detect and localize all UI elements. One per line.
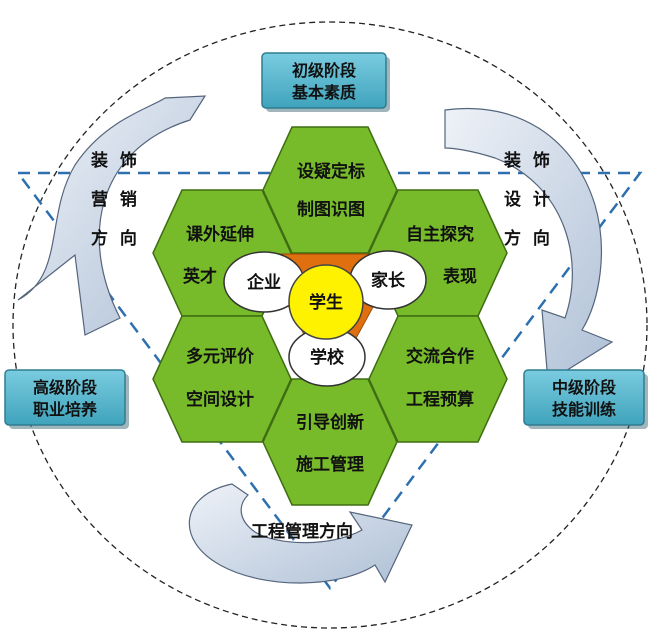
stage-intermediate-line2: 技能训练 xyxy=(552,400,616,419)
stage-box-intermediate: 中级阶段 技能训练 xyxy=(523,369,648,429)
right-direction-row1: 装 饰 xyxy=(503,150,550,171)
hexagon-upper-right-line1: 自主探究 xyxy=(406,224,474,245)
circle-school: 学校 xyxy=(288,327,366,387)
left-direction-row1: 装 饰 xyxy=(90,150,137,171)
hexagon-upper-left-line1: 课外延伸 xyxy=(186,224,254,245)
right-curved-arrow xyxy=(444,108,614,384)
left-direction-row2: 营 销 xyxy=(91,189,137,210)
hexagon-lower-left-line1: 多元评价 xyxy=(186,346,255,367)
circle-enterprise-label: 企业 xyxy=(246,272,281,293)
bottom-curved-arrow xyxy=(188,483,413,584)
left-direction-row3: 方 向 xyxy=(91,228,137,249)
hexagon-bottom-line1: 引导创新 xyxy=(296,412,364,433)
hexagon-lower-right-line1: 交流合作 xyxy=(406,346,474,367)
stage-advanced-line2: 职业培养 xyxy=(33,400,98,419)
hexagon-lower-left-line2: 空间设计 xyxy=(186,389,254,410)
hexagon-top: 设疑定标 制图识图 xyxy=(262,126,398,254)
left-curved-arrow xyxy=(17,95,207,336)
stage-primary-line1: 初级阶段 xyxy=(292,61,357,80)
hexagon-lower-right: 交流合作 工程预算 xyxy=(368,315,508,443)
hexagon-bottom-line2: 施工管理 xyxy=(296,454,364,475)
hexagon-top-line2: 制图识图 xyxy=(297,199,365,220)
stage-box-advanced: 高级阶段 职业培养 xyxy=(4,369,129,429)
circle-parent-label: 家长 xyxy=(371,270,406,291)
outer-dashed-circle xyxy=(12,21,648,629)
hexagon-upper-right-line2: 表现 xyxy=(443,266,477,287)
circle-school-label: 学校 xyxy=(310,347,345,368)
stage-advanced-line1: 高级阶段 xyxy=(33,378,98,397)
bottom-direction-label: 工程管理方向 xyxy=(251,521,353,542)
hexagon-upper-left-line2: 英才 xyxy=(183,266,217,287)
stage-intermediate-line1: 中级阶段 xyxy=(552,378,617,397)
hexagon-lower-right-line2: 工程预算 xyxy=(406,389,474,410)
right-direction-row2: 设 计 xyxy=(504,189,550,210)
circle-parent: 家长 xyxy=(349,250,427,310)
circle-student: 学生 xyxy=(288,264,364,340)
circle-student-label: 学生 xyxy=(309,292,343,313)
right-direction-row3: 方 向 xyxy=(504,228,550,249)
stage-box-primary: 初级阶段 基本素质 xyxy=(261,52,390,112)
stage-primary-line2: 基本素质 xyxy=(291,83,356,102)
hexagon-top-line1: 设疑定标 xyxy=(297,161,365,182)
hexagon-lower-left: 多元评价 空间设计 xyxy=(152,315,292,443)
hexagon-bottom: 引导创新 施工管理 xyxy=(262,378,398,506)
